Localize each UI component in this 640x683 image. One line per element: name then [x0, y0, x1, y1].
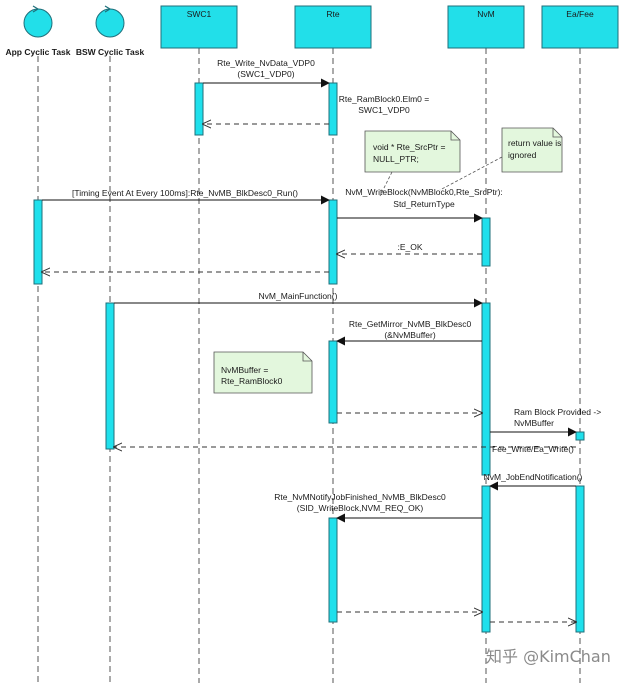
note-line: ignored	[508, 150, 537, 160]
message-label: Fee_Write/Ea_Write()	[492, 444, 574, 454]
note-line: NULL_PTR;	[373, 154, 419, 164]
note-box	[501, 127, 563, 173]
note-line: Rte_RamBlock0	[221, 376, 283, 386]
participant-label: NvM	[477, 9, 494, 19]
control-icon	[95, 8, 125, 38]
participant-swc1: SWC1	[160, 5, 238, 49]
message-label: (SID_WriteBlock,NVM_REQ_OK)	[297, 503, 424, 513]
note-nvmbuffer: NvMBuffer = Rte_RamBlock0	[213, 351, 313, 394]
message-job-end-notification: NvM_JobEndNotification()	[484, 472, 583, 491]
activation-swc1	[194, 82, 204, 136]
note-fold	[552, 128, 562, 138]
message-rte-notify-job-finished: Rte_NvMNotifyJobFinished_NvMB_BlkDesc0 (…	[274, 492, 482, 523]
message-label: NvM_WriteBlock(NvMBlock0,Rte_SrcPtr):	[345, 187, 503, 197]
message-label: Rte_NvMNotifyJobFinished_NvMB_BlkDesc0	[274, 492, 446, 502]
note-rte-srcptr: void * Rte_SrcPtr = NULL_PTR;	[364, 130, 461, 197]
activation-nvm-2	[481, 302, 491, 476]
message-label: (SWC1_VDP0)	[237, 69, 294, 79]
participant-nvm: NvM	[447, 5, 525, 49]
participant-label: Ea/Fee	[566, 9, 594, 19]
message-rte-getmirror: Rte_GetMirror_NvMB_BlkDesc0 (&NvMBuffer)	[336, 319, 482, 346]
note-connector	[439, 156, 503, 191]
participant-box	[541, 5, 619, 49]
message-label: Ram Block Provided ->	[514, 407, 601, 417]
message-nvm-writeblock: NvM_WriteBlock(NvMBlock0,Rte_SrcPtr): St…	[337, 187, 503, 223]
activation-eafee-1	[575, 431, 585, 441]
message-label: NvMBuffer	[514, 418, 554, 428]
note-box	[364, 130, 461, 173]
activation-nvm-1	[481, 217, 491, 267]
message-ram-block-provided: Ram Block Provided -> NvMBuffer	[490, 407, 601, 437]
note-fold	[302, 352, 312, 362]
activation-app	[33, 199, 43, 285]
watermark: 知乎 @KimChan	[486, 647, 611, 666]
activation-rte-2	[328, 199, 338, 285]
participant-box	[160, 5, 238, 49]
message-rte-write: Rte_Write_NvData_VDP0 (SWC1_VDP0)	[203, 58, 330, 88]
participant-label: Rte	[326, 9, 340, 19]
participant-eafee: Ea/Fee	[541, 5, 619, 49]
activation-eafee-2	[575, 485, 585, 633]
message-label: [Timing Event At Every 100ms]:Rte_NvMB_B…	[72, 188, 298, 198]
message-label: NvM_MainFunction()	[259, 291, 338, 301]
note-box	[213, 351, 313, 394]
message-ramblock-assign: Rte_RamBlock0.Elm0 = SWC1_VDP0	[203, 94, 429, 124]
participant-label: BSW Cyclic Task	[76, 47, 145, 57]
activation-rte-1	[328, 82, 338, 136]
message-label: NvM_JobEndNotification()	[484, 472, 583, 482]
message-label: Rte_RamBlock0.Elm0 =	[339, 94, 430, 104]
activation-rte-4	[328, 517, 338, 623]
control-arrow-icon	[32, 5, 40, 13]
activations	[33, 82, 585, 633]
message-timing-event: [Timing Event At Every 100ms]:Rte_NvMB_B…	[42, 188, 330, 205]
note-fold	[450, 131, 460, 141]
participant-bsw: BSW Cyclic Task	[76, 5, 145, 57]
note-return-ignored: return value is ignored	[439, 127, 563, 191]
participant-label: App Cyclic Task	[5, 47, 70, 57]
activation-rte-3	[328, 340, 338, 424]
participant-label: SWC1	[187, 9, 212, 19]
note-line: NvMBuffer =	[221, 365, 268, 375]
activation-bsw	[105, 302, 115, 450]
note-line: void * Rte_SrcPtr =	[373, 142, 446, 152]
message-label: Rte_GetMirror_NvMB_BlkDesc0	[349, 319, 472, 329]
note-connector	[379, 171, 393, 197]
message-fee-ea-write: Fee_Write/Ea_Write()	[114, 444, 576, 454]
control-arrow-icon	[104, 5, 112, 13]
participant-app: App Cyclic Task	[5, 5, 71, 57]
message-label: SWC1_VDP0	[358, 105, 410, 115]
lifelines	[37, 48, 581, 683]
message-label: :E_OK	[397, 242, 422, 252]
activation-nvm-3	[481, 485, 491, 633]
note-line: return value is	[508, 138, 561, 148]
message-nvm-mainfunction: NvM_MainFunction()	[114, 291, 483, 308]
participant-box	[294, 5, 372, 49]
participant-box	[447, 5, 525, 49]
control-icon	[23, 8, 53, 38]
message-e-ok: :E_OK	[337, 242, 482, 254]
message-label: Std_ReturnType	[393, 199, 455, 209]
message-label: (&NvMBuffer)	[384, 330, 435, 340]
message-label: Rte_Write_NvData_VDP0	[217, 58, 315, 68]
participant-rte: Rte	[294, 5, 372, 49]
